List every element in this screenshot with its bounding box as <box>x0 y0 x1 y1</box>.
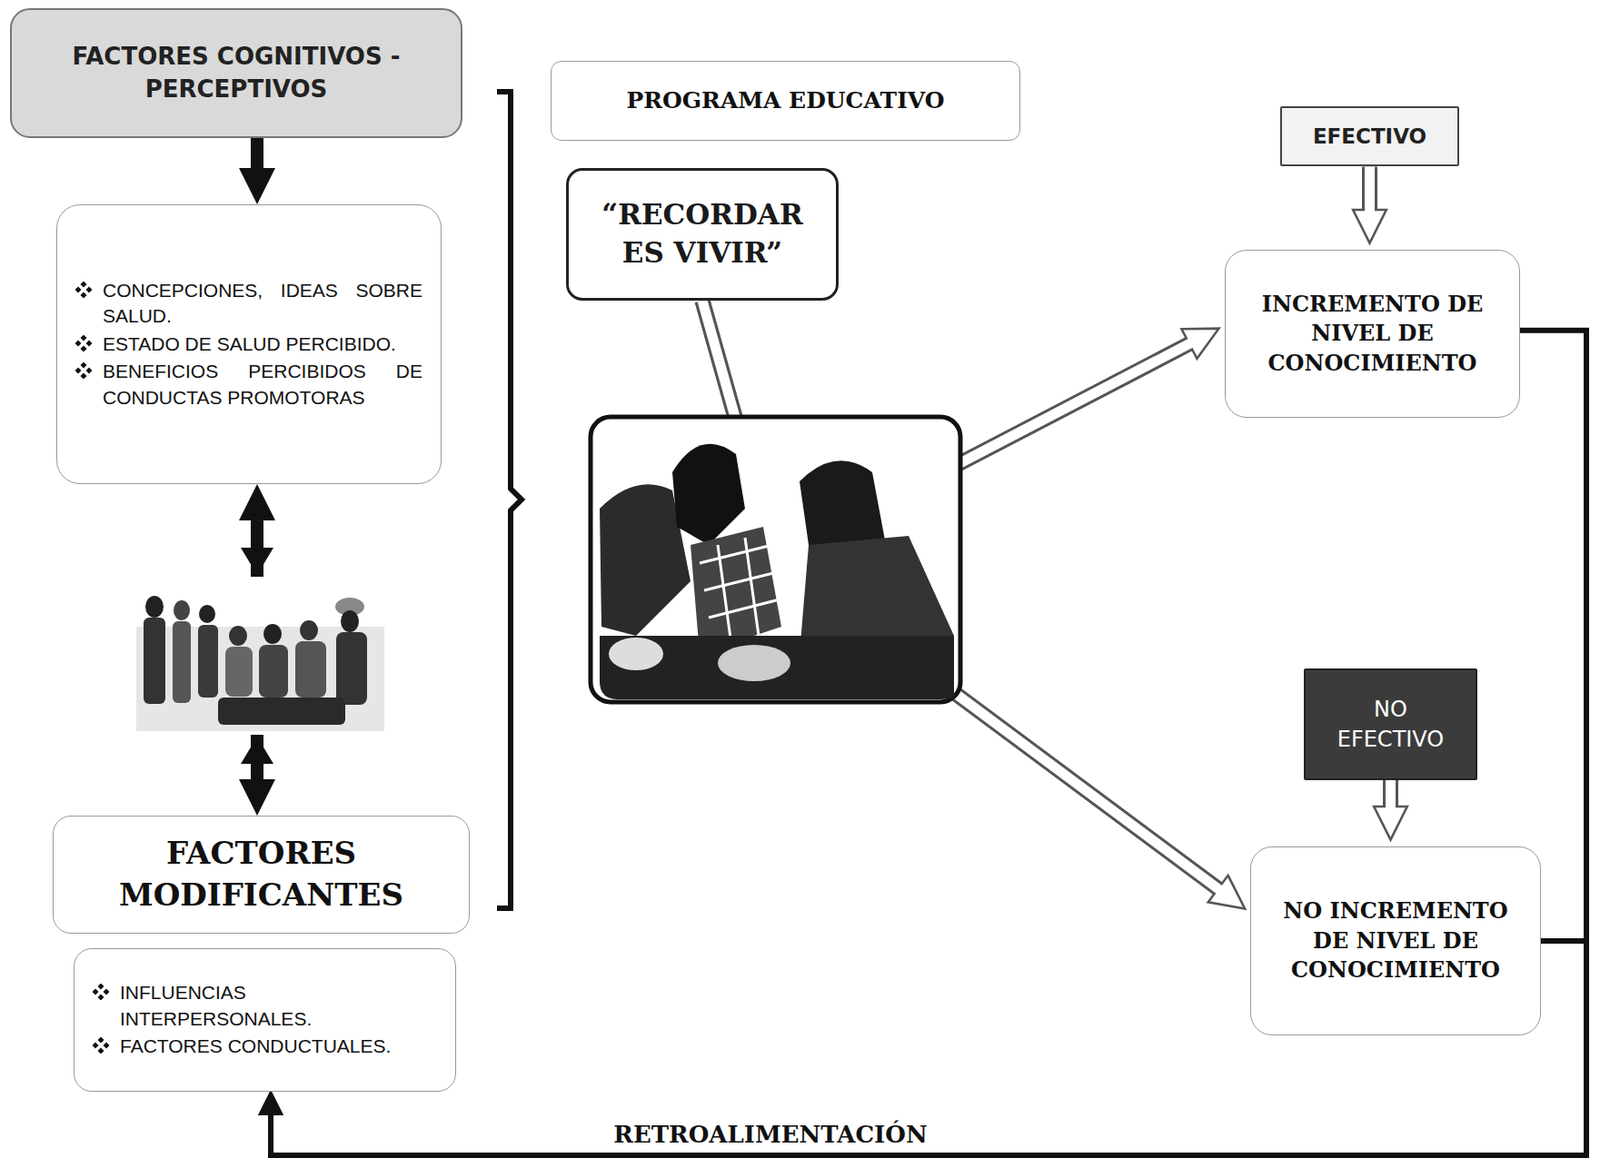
arrow-fill <box>1385 780 1396 810</box>
box-text: EFECTIVO <box>1300 122 1440 151</box>
outcome-box: INCREMENTO DE NIVEL DE CONOCIMIENTO <box>1224 249 1521 418</box>
bullet-text: FACTORES CONDUCTUALES. <box>119 1033 438 1060</box>
box-text: FACTORES COGNITIVOS - PERCEPTIVOS <box>29 40 443 105</box>
node-content: CONCEPCIONES, IDEAS SOBRE SALUD.ESTADO D… <box>75 276 423 413</box>
bullet-symbol <box>75 335 92 352</box>
bullet-text: INFLUENCIAS INTERPERSONALES. <box>119 980 438 1033</box>
bullet-item: CONCEPCIONES, IDEAS SOBRE SALUD. <box>75 278 423 330</box>
node-content: FACTORES MODIFICANTES <box>71 833 451 917</box>
connector <box>1390 780 1392 810</box>
edge-label: RETROALIMENTACIÓN <box>606 1121 935 1149</box>
outcome-box: NO INCREMENTO DE NIVEL DE CONOCIMIENTO <box>1250 846 1541 1036</box>
bullet-symbol <box>75 362 92 379</box>
arrow-head <box>240 736 274 765</box>
heading-box: FACTORES COGNITIVOS - PERCEPTIVOS <box>9 8 463 139</box>
title-box: PROGRAMA EDUCATIVO <box>550 60 1021 141</box>
connector <box>1369 166 1371 213</box>
result-tag: NO EFECTIVO <box>1303 668 1478 781</box>
node-content: FACTORES COGNITIVOS - PERCEPTIVOS <box>29 40 443 105</box>
node-content: PROGRAMA EDUCATIVO <box>569 85 1002 117</box>
bracket <box>496 91 522 909</box>
box-text: NO INCREMENTO DE NIVEL DE CONOCIMIENTO <box>1269 896 1522 985</box>
list-box: CONCEPCIONES, IDEAS SOBRE SALUD.ESTADO D… <box>56 204 442 485</box>
program-name-box: “RECORDAR ES VIVIR” <box>566 168 839 301</box>
group-photo <box>132 576 388 736</box>
bullet-text: ESTADO DE SALUD PERCIBIDO. <box>102 331 423 358</box>
node-content: EFECTIVO <box>1300 122 1440 151</box>
connector <box>270 330 1587 1156</box>
node-content: “RECORDAR ES VIVIR” <box>586 196 818 273</box>
node-content: NO INCREMENTO DE NIVEL DE CONOCIMIENTO <box>1269 896 1522 985</box>
node-content: INCREMENTO DE NIVEL DE CONOCIMIENTO <box>1243 289 1501 378</box>
heading-box: FACTORES MODIFICANTES <box>52 815 470 935</box>
box-text: FACTORES MODIFICANTES <box>71 833 451 917</box>
bullet-item: FACTORES CONDUCTUALES. <box>92 1033 438 1060</box>
bullet-text: BENEFICIOS PERCIBIDOS DE CONDUCTAS PROMO… <box>102 358 423 411</box>
elderly-photo <box>590 417 961 703</box>
bullet-item: BENEFICIOS PERCIBIDOS DE CONDUCTAS PROMO… <box>75 358 423 411</box>
bullet-text: CONCEPCIONES, IDEAS SOBRE SALUD. <box>102 278 423 330</box>
node-content: NO EFECTIVO <box>1323 695 1458 755</box>
arrow-line <box>250 138 264 169</box>
result-tag: EFECTIVO <box>1280 106 1460 167</box>
arrow-fill <box>1364 166 1375 213</box>
box-text: “RECORDAR ES VIVIR” <box>586 196 818 273</box>
bullet-symbol <box>75 281 92 299</box>
bullet-symbol <box>92 1037 110 1054</box>
node-content: INFLUENCIAS INTERPERSONALES.FACTORES CON… <box>92 978 438 1062</box>
connector <box>257 138 259 169</box>
bullet-item: INFLUENCIAS INTERPERSONALES. <box>92 980 438 1033</box>
box-text: INCREMENTO DE NIVEL DE CONOCIMIENTO <box>1243 289 1501 378</box>
box-text: PROGRAMA EDUCATIVO <box>569 85 1002 117</box>
bullet-item: ESTADO DE SALUD PERCIBIDO. <box>75 331 423 358</box>
bullet-symbol <box>92 983 110 1001</box>
box-text: NO EFECTIVO <box>1323 695 1458 755</box>
arrow-line <box>270 330 1587 1156</box>
arrow-head <box>240 547 274 576</box>
list-box: INFLUENCIAS INTERPERSONALES.FACTORES CON… <box>73 948 457 1093</box>
